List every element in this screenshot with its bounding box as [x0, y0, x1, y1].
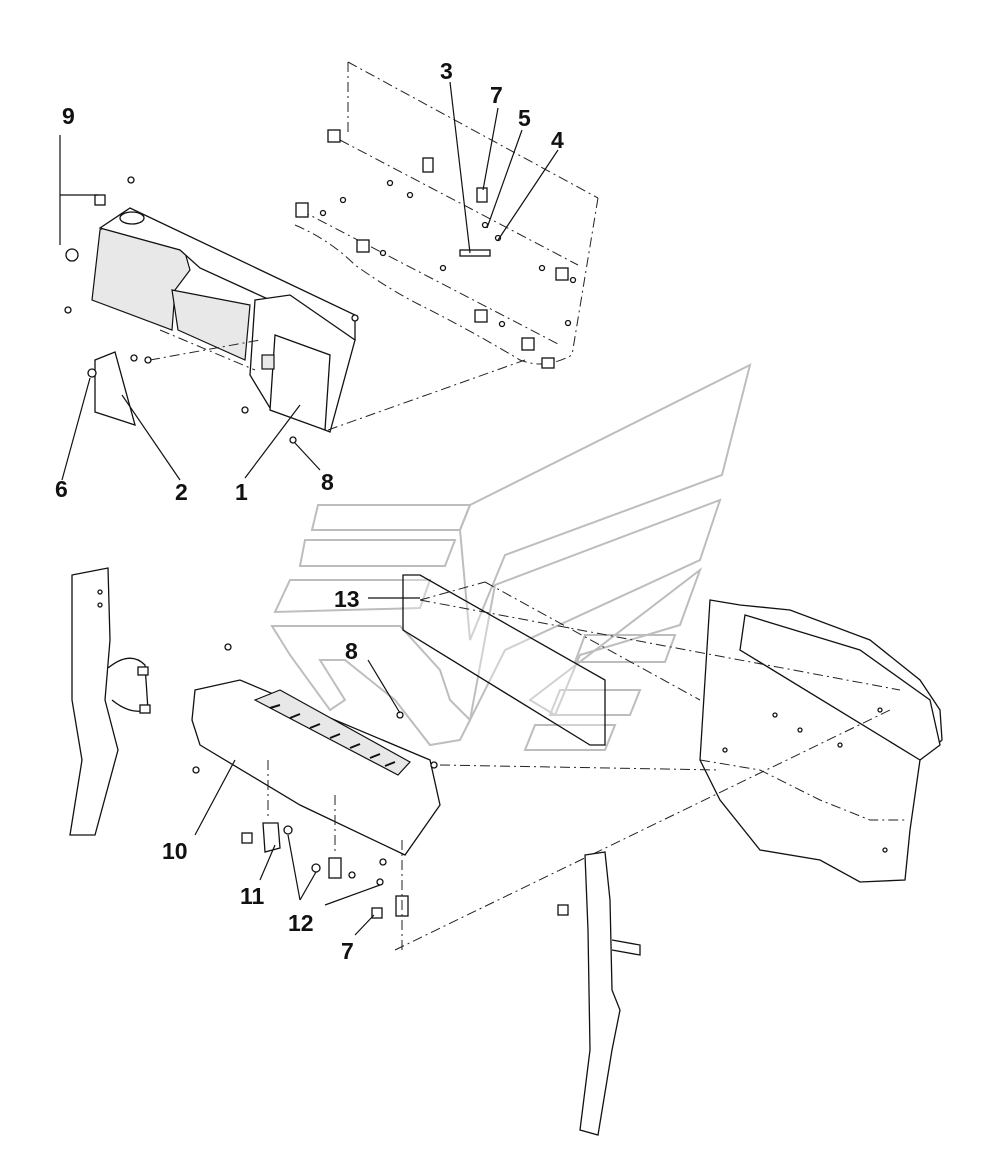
right-cab-structure [394, 599, 943, 951]
callout-6: 6 [55, 476, 68, 502]
callout-5: 5 [518, 105, 531, 131]
back-panel [294, 61, 599, 369]
callout-2: 2 [175, 479, 188, 505]
lower-brackets [241, 760, 409, 950]
callout-1: 1 [235, 479, 248, 505]
lower-dash-panel [191, 643, 441, 866]
front-panel [64, 176, 526, 444]
bracket-part-2 [87, 351, 136, 426]
callout-12: 12 [288, 910, 314, 936]
callout-11: 11 [240, 883, 265, 909]
callout-7: 7 [490, 82, 503, 108]
left-pillar [69, 567, 151, 836]
upper-leader-lines [59, 81, 559, 481]
cover-part-13 [402, 574, 701, 746]
callout-7-lower: 7 [341, 938, 354, 964]
watermark-logo [270, 363, 752, 751]
callout-9: 9 [62, 103, 75, 129]
callout-4: 4 [551, 127, 564, 153]
callout-13: 13 [334, 586, 360, 612]
callout-10: 10 [162, 838, 188, 864]
lower-leader-lines [194, 597, 420, 936]
callout-3: 3 [440, 58, 453, 84]
bottom-pillar [557, 851, 641, 1136]
callout-8: 8 [321, 469, 334, 495]
callout-8-lower: 8 [345, 638, 358, 664]
